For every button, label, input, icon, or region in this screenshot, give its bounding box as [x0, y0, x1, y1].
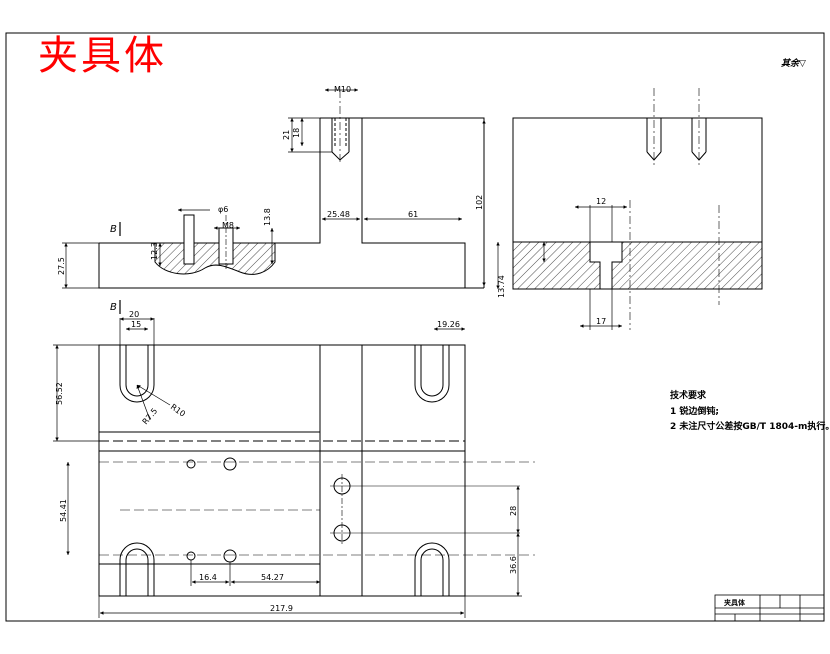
dim-r7-5: R7.5 [141, 406, 160, 426]
front-view [98, 90, 485, 289]
side-dimensions [496, 205, 627, 330]
dim-m8: M8 [222, 221, 234, 230]
dim-r10: R10 [169, 402, 187, 418]
drawing-title: 夹具体 [38, 33, 167, 79]
technical-requirement-1: 1 锐边倒钝; [670, 407, 719, 417]
dim-19-26: 19.26 [437, 320, 460, 329]
top-view [98, 344, 535, 597]
dim-17: 17 [596, 317, 606, 326]
title-block-part-name: 夹具体 [724, 599, 745, 607]
dim-54-27: 54.27 [261, 573, 284, 582]
dim-21: 21 [282, 130, 291, 140]
dim-phi6: φ6 [218, 205, 228, 214]
title-block [714, 594, 825, 622]
dim-13-8: 13.8 [263, 208, 272, 226]
dim-56-52: 56.52 [55, 382, 64, 405]
dim-18: 18 [292, 128, 301, 138]
dim-102: 102 [475, 195, 484, 210]
dim-217-9: 217.9 [270, 604, 293, 613]
section-label-bottom: B [110, 302, 117, 313]
dim-27-5: 27.5 [57, 257, 66, 275]
dim-13-74: 13.74 [497, 275, 506, 298]
dim-16-4: 16.4 [199, 573, 217, 582]
side-view [512, 88, 763, 330]
top-dimensions [53, 317, 522, 618]
dim-54-41: 54.41 [59, 499, 68, 522]
dim-20: 20 [129, 310, 139, 319]
section-label-top: B [110, 224, 117, 235]
technical-requirement-2: 2 未注尺寸公差按GB/T 1804-m执行。 [670, 422, 830, 432]
dim-m10: M10 [334, 85, 351, 94]
side-section-hatch [512, 241, 763, 290]
dim-12-3: 12.3 [150, 242, 159, 260]
dim-25-48: 25.48 [327, 210, 350, 219]
dim-36-6: 36.6 [509, 556, 518, 574]
front-dimensions [62, 88, 486, 289]
technical-requirements-title: 技术要求 [670, 391, 707, 401]
dim-28: 28 [509, 506, 518, 516]
drawing-frame [5, 32, 825, 622]
surface-finish-note: 其余▽ [781, 59, 806, 69]
dim-61: 61 [408, 210, 418, 219]
dim-15: 15 [131, 320, 141, 329]
front-section-hatch [154, 242, 276, 275]
dim-12: 12 [596, 197, 606, 206]
